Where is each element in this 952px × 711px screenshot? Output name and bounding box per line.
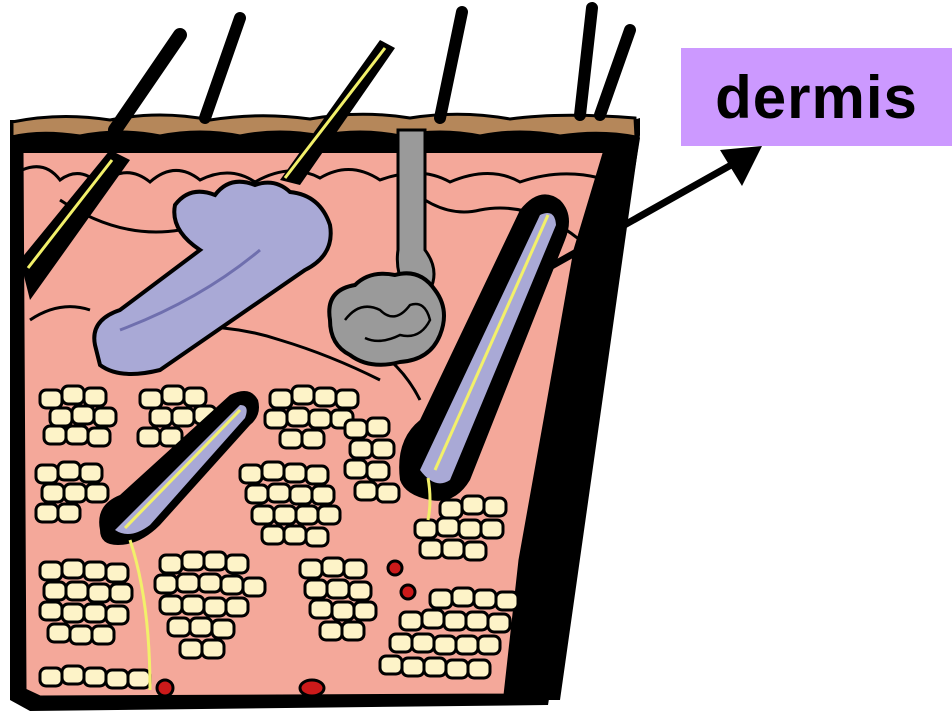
dermis-label: dermis	[681, 48, 952, 146]
dermis-label-text: dermis	[715, 63, 918, 132]
fat-cluster-1	[40, 386, 116, 446]
fat-cluster-12	[40, 666, 150, 688]
